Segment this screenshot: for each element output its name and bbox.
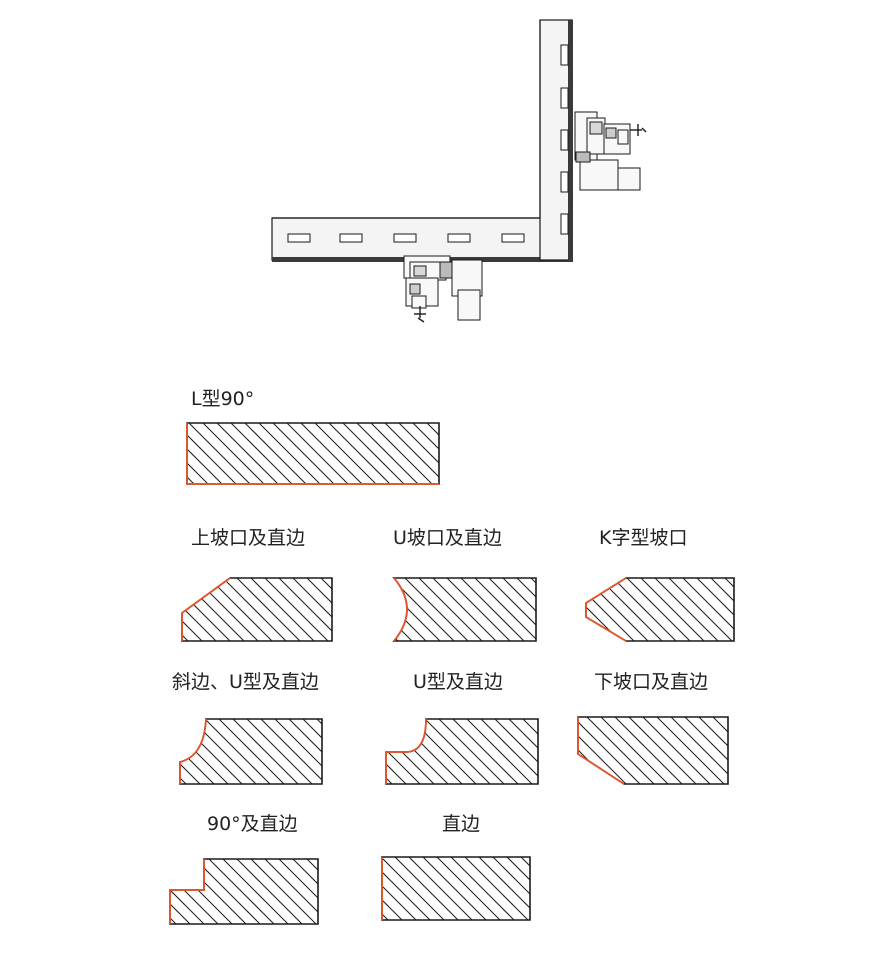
- profile-shape-step90-straight: [169, 858, 319, 925]
- profile-shape-straight: [381, 856, 531, 921]
- profile-label-l90: L型90°: [191, 388, 255, 410]
- profile-label-straight: 直边: [442, 813, 481, 835]
- profile-label-u-straight: U型及直边: [413, 671, 503, 693]
- profile-shape-k-bevel: [585, 577, 735, 642]
- profile-shape-u-bevel-straight: [392, 577, 537, 642]
- profile-label-upper-bevel-straight: 上坡口及直边: [191, 527, 306, 549]
- profile-label-step90-straight: 90°及直边: [207, 813, 298, 835]
- profile-shape-upper-bevel-straight: [181, 577, 333, 642]
- profile-label-lower-bevel-straight: 下坡口及直边: [594, 671, 709, 693]
- profile-label-k-bevel: K字型坡口: [599, 527, 688, 549]
- profile-label-u-bevel-straight: U坡口及直边: [393, 527, 502, 549]
- profile-shape-lower-bevel-straight: [577, 716, 729, 785]
- profile-shape-bevel-u-straight: [179, 718, 323, 785]
- profile-shape-l90: [186, 422, 440, 485]
- profile-shape-u-straight: [385, 718, 539, 785]
- profile-label-bevel-u-straight: 斜边、U型及直边: [172, 671, 319, 693]
- l-shaped-edging-machine-icon: [271, 19, 647, 323]
